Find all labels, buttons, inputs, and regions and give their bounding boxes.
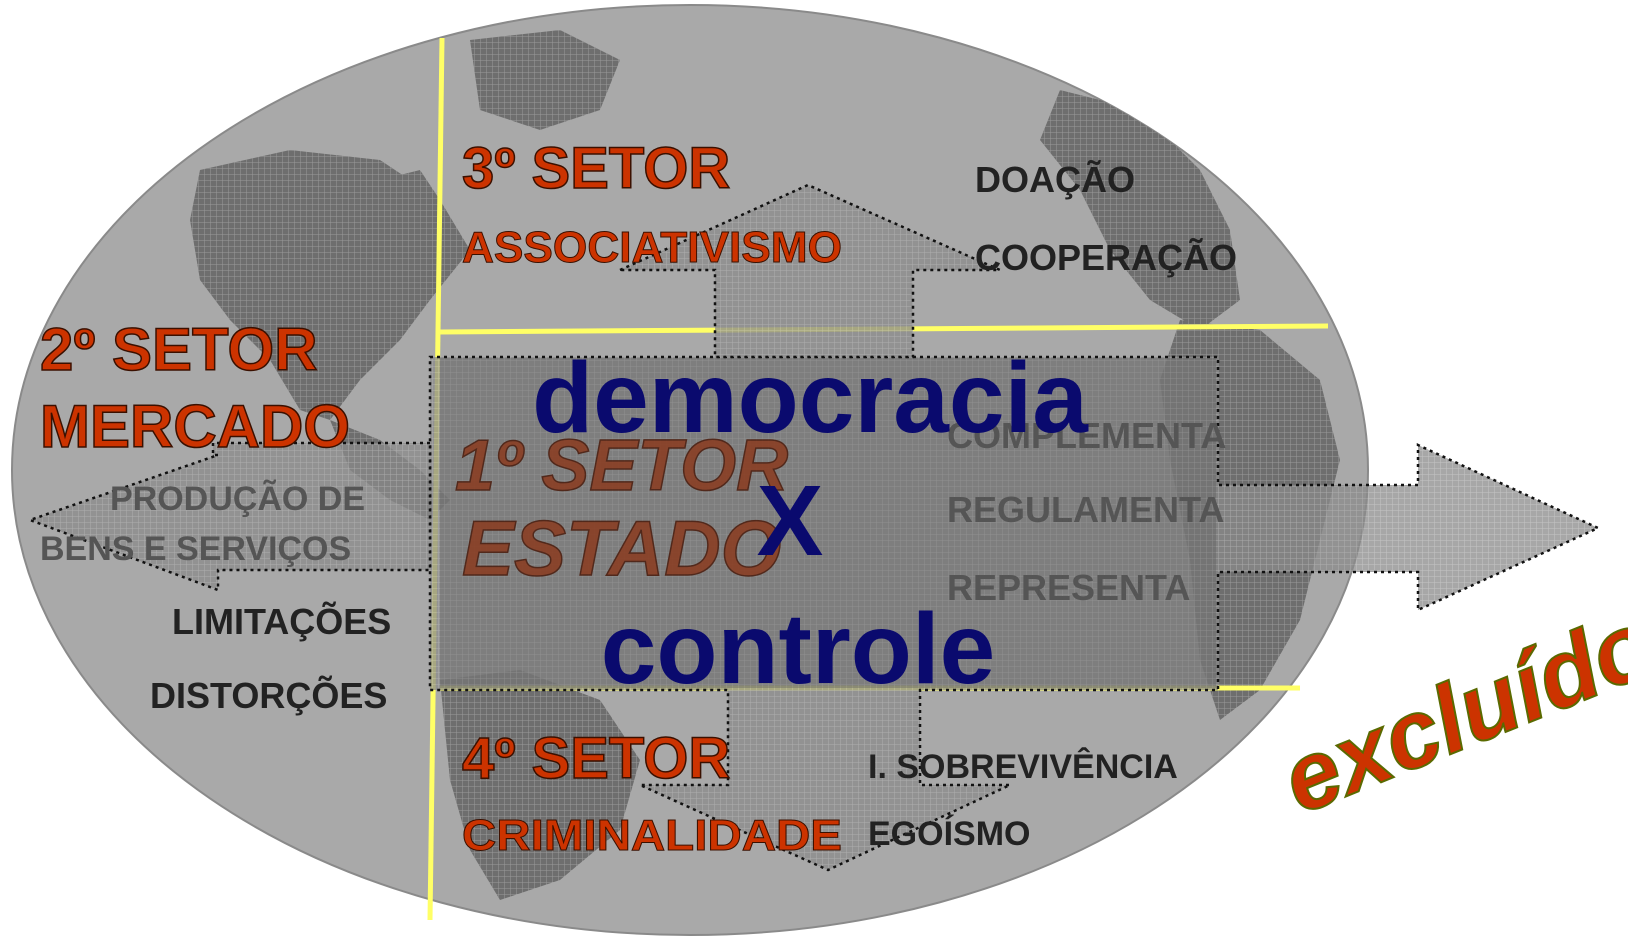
setor3-title: 3º SETOR <box>462 136 730 201</box>
setor4-title: 4º SETOR <box>462 726 730 791</box>
setor1-subtitle: ESTADO <box>462 504 781 592</box>
setor2-item-producao: PRODUÇÃO DE <box>110 480 365 518</box>
setor2-subtitle: MERCADO <box>40 393 350 460</box>
setor1-group: 1º SETOR ESTADO COMPLEMENTA REGULAMENTA … <box>454 415 1226 608</box>
setor2-item-bens: BENS E SERVIÇOS <box>40 530 351 568</box>
center-x: X <box>757 465 824 577</box>
setor3-item-cooperacao: COOPERAÇÃO <box>975 236 1237 278</box>
setor4-group: 4º SETOR CRIMINALIDADE I. SOBREVIVÊNCIA … <box>461 725 1178 860</box>
setor3-item-doacao: DOAÇÃO <box>975 158 1135 200</box>
continents <box>190 30 1340 900</box>
center-group: democracia X controle <box>532 342 1089 705</box>
setor1-item-representa: REPRESENTA <box>947 567 1190 608</box>
setor4-item-sobrevivencia: I. SOBREVIVÊNCIA <box>868 748 1178 786</box>
setor2-title: 2º SETOR <box>40 316 318 383</box>
setor4-subtitle: CRIMINALIDADE <box>462 811 842 860</box>
setor1-title: 1º SETOR <box>455 426 788 506</box>
setor3-group: 3º SETOR ASSOCIATIVISMO DOAÇÃO COOPERAÇÃ… <box>461 135 1237 278</box>
central-cross-arrow <box>26 183 1602 872</box>
setor3-subtitle: ASSOCIATIVISMO <box>462 223 842 272</box>
center-democracia: democracia <box>532 342 1089 454</box>
center-controle: controle <box>601 593 995 705</box>
setor1-item-complementa: COMPLEMENTA <box>947 415 1226 456</box>
setor2-group: 2º SETOR MERCADO PRODUÇÃO DE BENS E SERV… <box>39 315 391 716</box>
setor2-item-limitacoes: LIMITAÇÕES <box>172 600 391 642</box>
setor4-item-egoismo: EGOÍSMO <box>868 815 1030 853</box>
setor2-item-distorcoes: DISTORÇÕES <box>150 674 387 716</box>
setor1-item-regulamenta: REGULAMENTA <box>947 489 1224 530</box>
